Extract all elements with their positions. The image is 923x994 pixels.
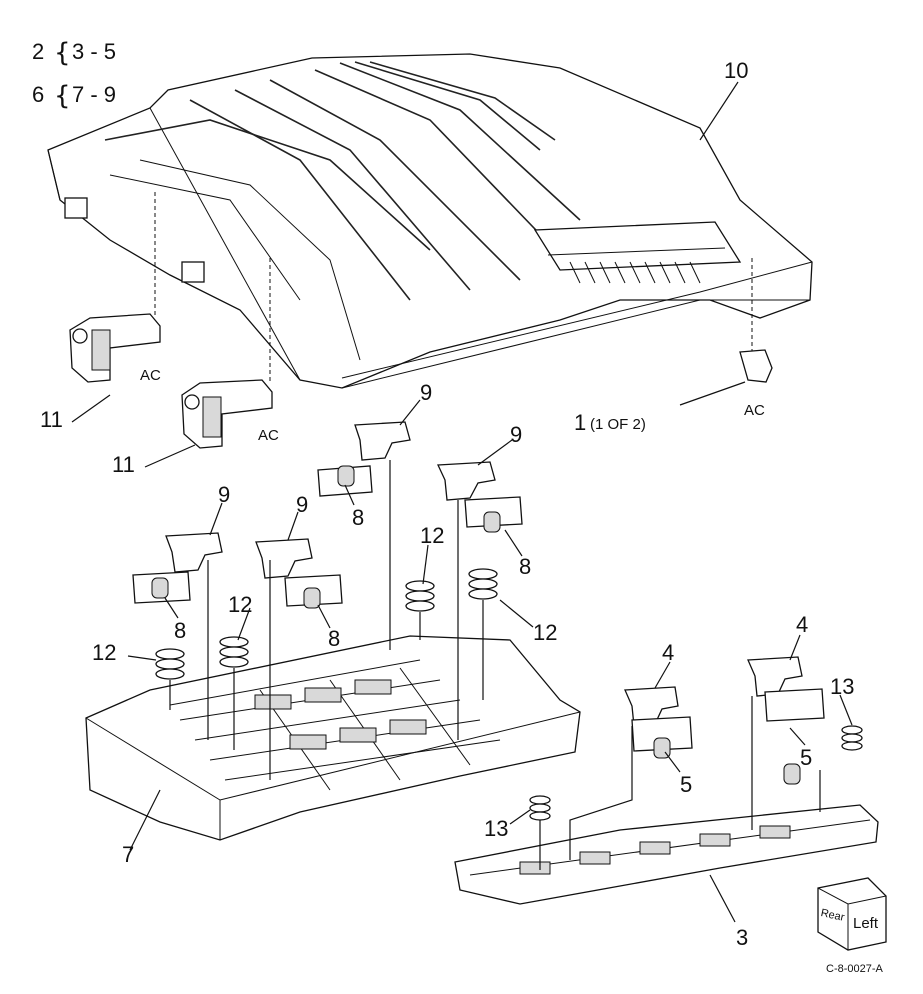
bracket-9d bbox=[255, 538, 313, 780]
spring-12b bbox=[219, 636, 249, 750]
hinge-right bbox=[181, 379, 273, 449]
callout-12-right: 12 bbox=[533, 620, 557, 645]
callout-8-left: 8 bbox=[174, 618, 186, 643]
bracket-9a bbox=[354, 421, 411, 650]
ac-label-left: AC bbox=[140, 367, 161, 384]
leader-lines bbox=[71, 81, 853, 923]
ac-label-mid: AC bbox=[258, 427, 279, 444]
callout-4-left: 4 bbox=[662, 640, 674, 665]
legend-range-3-5: 3 - 5 bbox=[72, 39, 116, 64]
callout-7: 7 bbox=[122, 842, 134, 867]
callout-12-top: 12 bbox=[420, 523, 444, 548]
orientation-cube: Rear Left bbox=[817, 877, 887, 951]
callout-9-right: 9 bbox=[510, 422, 522, 447]
spring-13a bbox=[529, 795, 551, 870]
callout-9-top: 9 bbox=[420, 380, 432, 405]
spring-12d bbox=[468, 568, 498, 700]
ac-label-right: AC bbox=[744, 402, 765, 419]
spring-12c bbox=[405, 580, 435, 640]
callout-9-left: 9 bbox=[218, 482, 230, 507]
hinge-left bbox=[69, 313, 161, 383]
assembly-legend: 2 { 3 - 5 6 { 7 - 9 bbox=[32, 38, 116, 111]
legend-brace-1: { bbox=[54, 38, 71, 68]
roller-5b bbox=[764, 688, 825, 785]
callout-1-note: (1 OF 2) bbox=[590, 416, 646, 433]
callout-4-right: 4 bbox=[796, 612, 808, 637]
callout-labels: 10 1 (1 OF 2) 11 11 9 9 9 9 8 8 8 8 12 1… bbox=[40, 58, 854, 950]
legend-parent-6: 6 bbox=[32, 82, 44, 107]
bracket-9b bbox=[437, 461, 496, 740]
callout-11-left: 11 bbox=[40, 407, 63, 432]
lower-tray bbox=[85, 635, 581, 841]
callout-10: 10 bbox=[724, 58, 748, 83]
bracket-9c bbox=[165, 532, 223, 740]
spring-12a bbox=[155, 648, 185, 710]
cube-rear-label: Rear bbox=[820, 907, 846, 924]
callout-8-right: 8 bbox=[519, 554, 531, 579]
callout-9-mid: 9 bbox=[296, 492, 308, 517]
roller-5a bbox=[631, 716, 693, 759]
top-cover-assembly bbox=[47, 53, 813, 389]
bracket-4a bbox=[569, 686, 679, 860]
legend-parent-2: 2 bbox=[32, 39, 44, 64]
roller-8a bbox=[317, 465, 373, 497]
spring-13b bbox=[819, 725, 863, 812]
callout-13-left: 13 bbox=[484, 816, 508, 841]
roller-8c bbox=[132, 571, 191, 604]
callout-12-left: 12 bbox=[92, 640, 116, 665]
screw-bracket bbox=[739, 349, 773, 383]
screw-labels: AC AC AC bbox=[140, 367, 765, 444]
roller-8b bbox=[464, 496, 523, 533]
baffle-rail bbox=[454, 804, 879, 905]
callout-3: 3 bbox=[736, 925, 748, 950]
figure-code: C-8-0027-A bbox=[826, 963, 884, 975]
callout-11-right: 11 bbox=[112, 452, 135, 477]
roller-8d bbox=[284, 574, 343, 609]
bracket-4b bbox=[747, 656, 803, 830]
legend-range-7-9: 7 - 9 bbox=[72, 82, 116, 107]
callout-1: 1 bbox=[574, 410, 586, 435]
cube-left-label: Left bbox=[853, 915, 879, 932]
legend-brace-2: { bbox=[54, 81, 71, 111]
callout-8-top: 8 bbox=[352, 505, 364, 530]
callout-8-mid: 8 bbox=[328, 626, 340, 651]
callout-13-right: 13 bbox=[830, 674, 854, 699]
callout-5-right: 5 bbox=[800, 745, 812, 770]
callout-12-mid: 12 bbox=[228, 592, 252, 617]
callout-5-left: 5 bbox=[680, 772, 692, 797]
